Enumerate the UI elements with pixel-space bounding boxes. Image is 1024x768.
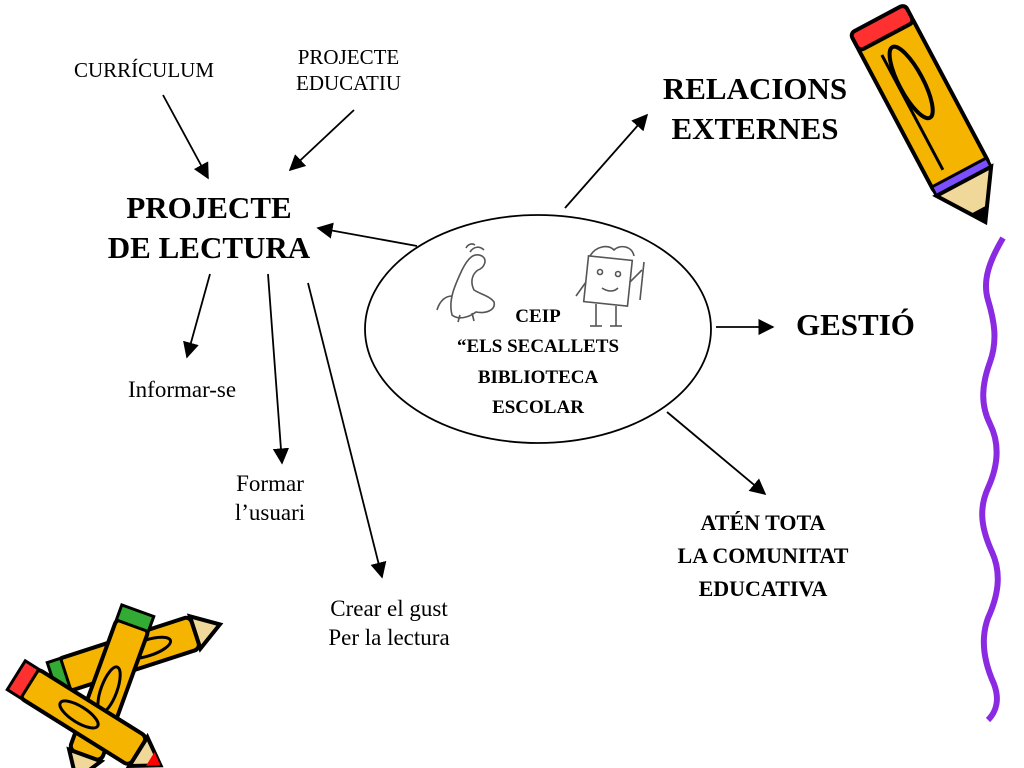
arrow-projecte-educatiu-to-projecte-lectura bbox=[288, 109, 355, 172]
arrow-to-crear bbox=[307, 282, 387, 579]
node-formar-line2: l’usuari bbox=[234, 499, 306, 525]
crossed-pencils-icon bbox=[5, 602, 224, 768]
node-projecte-educatiu: PROJECTE EDUCATIU bbox=[296, 44, 401, 97]
node-aten-line1: ATÉN TOTA bbox=[700, 510, 826, 535]
node-formar-line1: Formar bbox=[236, 471, 304, 496]
side-decoration-line bbox=[979, 236, 1006, 723]
node-crear: Crear el gust Per la lectura bbox=[306, 595, 472, 653]
node-aten-line3: EDUCATIVA bbox=[698, 576, 828, 601]
node-projecte-lectura-line2: DE LECTURA bbox=[107, 230, 311, 266]
node-crear-line2: Per la lectura bbox=[328, 624, 450, 650]
arrow-to-relacions bbox=[564, 113, 649, 209]
node-relacions-line1: RELACIONS bbox=[662, 71, 848, 106]
node-curriculum: CURRÍCULUM bbox=[74, 58, 215, 82]
node-projecte-educatiu-line1: PROJECTE bbox=[297, 45, 400, 69]
node-projecte-educatiu-line2: EDUCATIU bbox=[296, 71, 401, 96]
node-center-line2: “ELS SECALLETS bbox=[456, 336, 620, 358]
node-aten: ATÉN TOTA LA COMUNITAT EDUCATIVA bbox=[640, 506, 886, 605]
arrow-to-aten bbox=[666, 411, 767, 496]
node-aten-line2: LA COMUNITAT bbox=[677, 543, 849, 568]
node-relacions: RELACIONS EXTERNES bbox=[640, 69, 870, 150]
node-center-line4: ESCOLAR bbox=[492, 397, 584, 419]
dog-doodle-icon bbox=[436, 243, 496, 323]
node-informar: Informar-se bbox=[128, 377, 237, 402]
node-center: CEIP “ELS SECALLETS BIBLIOTECA ESCOLAR bbox=[420, 302, 656, 424]
center-ellipse bbox=[364, 214, 712, 444]
node-center-line1: CEIP bbox=[515, 306, 561, 327]
node-crear-line1: Crear el gust bbox=[330, 596, 448, 621]
node-projecte-lectura-line1: PROJECTE bbox=[126, 190, 292, 225]
arrow-curriculum-to-projecte-lectura bbox=[162, 94, 209, 180]
arrow-center-to-projecte-lectura bbox=[316, 222, 418, 247]
node-projecte-lectura: PROJECTE DE LECTURA bbox=[96, 188, 322, 269]
arrow-to-informar bbox=[183, 273, 211, 359]
book-character-icon bbox=[575, 245, 645, 327]
node-gestio: GESTIÓ bbox=[796, 307, 915, 342]
node-center-line3: BIBLIOTECA bbox=[477, 366, 599, 388]
pencil-icon bbox=[849, 4, 994, 226]
node-relacions-line2: EXTERNES bbox=[671, 111, 839, 147]
node-formar: Formar l’usuari bbox=[214, 470, 326, 528]
arrow-to-formar bbox=[267, 273, 290, 465]
